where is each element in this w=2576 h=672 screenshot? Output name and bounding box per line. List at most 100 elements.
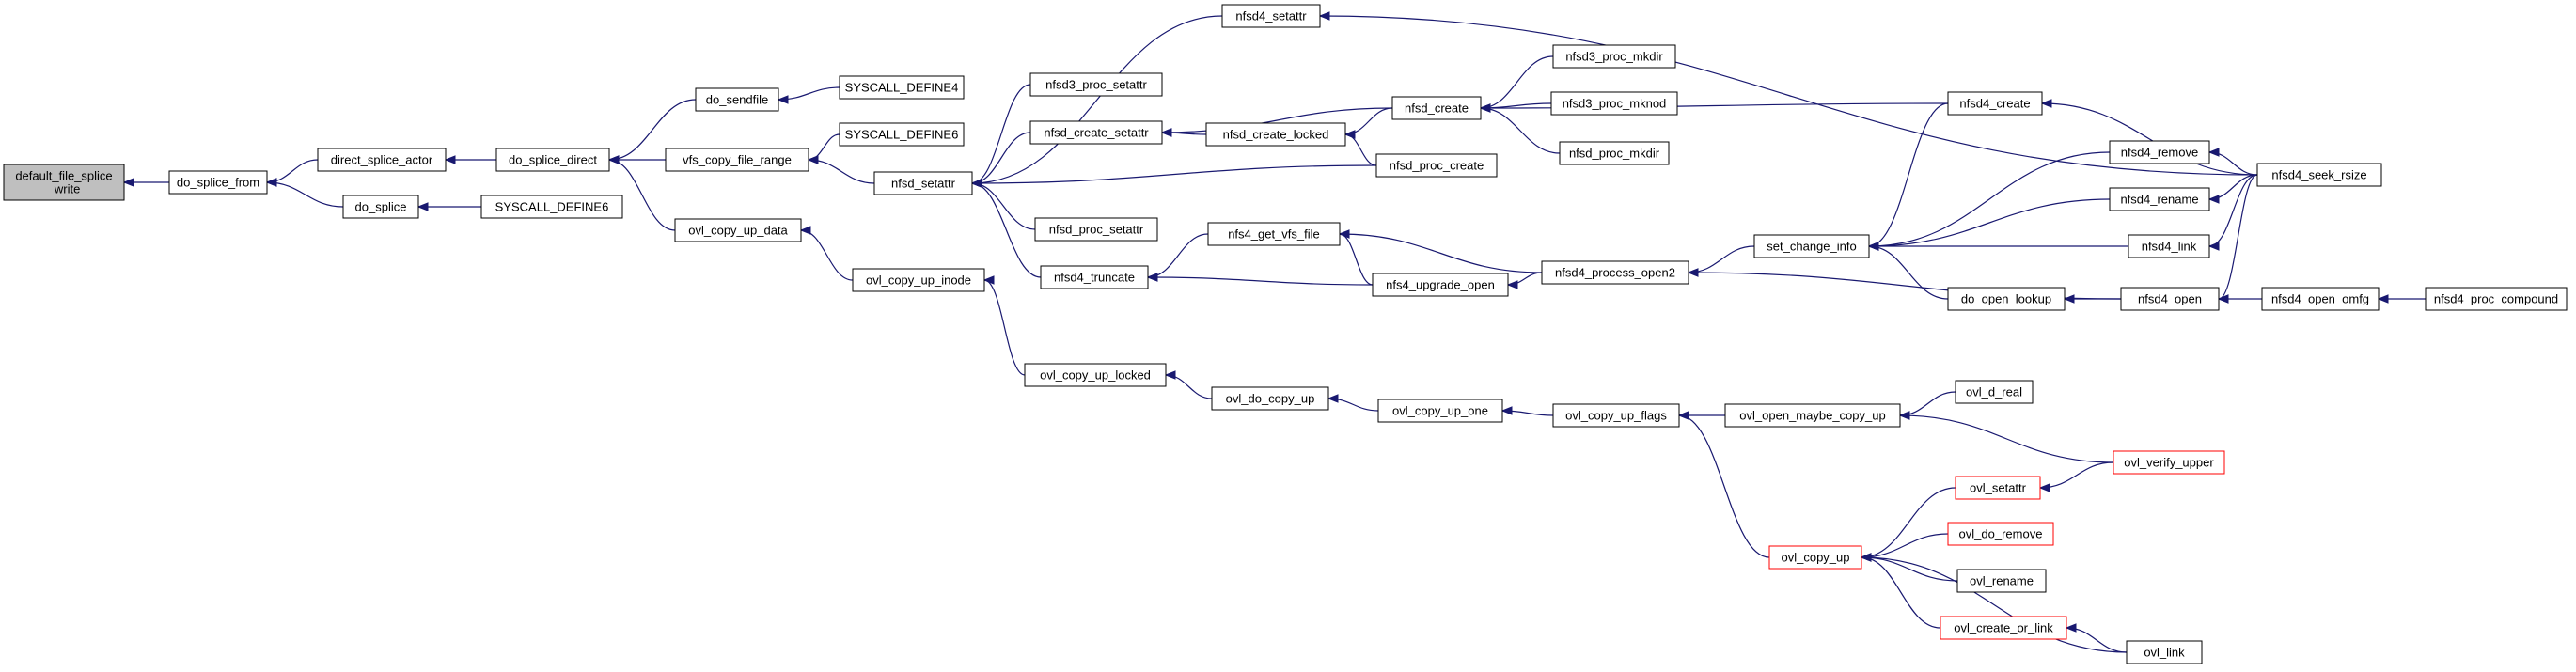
node-box[interactable] — [2256, 163, 2382, 187]
node-box[interactable] — [1211, 386, 1329, 411]
node-nfsd_proc_create[interactable]: nfsd_proc_create — [1375, 153, 1498, 178]
node-box[interactable] — [1768, 545, 1862, 570]
node-box[interactable] — [342, 195, 419, 219]
node-box[interactable] — [1955, 380, 2034, 404]
node-nfsd4_open_omfg[interactable]: nfsd4_open_omfg — [2261, 287, 2380, 311]
node-ovl_copy_up_flags[interactable]: ovl_copy_up_flags — [1552, 403, 1680, 428]
node-box[interactable] — [2261, 287, 2380, 311]
node-nfsd_create_setattr[interactable]: nfsd_create_setattr — [1029, 120, 1163, 145]
node-box[interactable] — [1207, 222, 1341, 246]
node-nfsd_proc_mkdir[interactable]: nfsd_proc_mkdir — [1559, 141, 1670, 165]
node-nfsd_setattr[interactable]: nfsd_setattr — [873, 171, 973, 195]
node-box[interactable] — [852, 268, 985, 292]
node-ovl_do_copy_up[interactable]: ovl_do_copy_up — [1211, 386, 1329, 411]
node-SYSCALL_DEFINE6_a[interactable]: SYSCALL_DEFINE6 — [480, 195, 623, 219]
node-box[interactable] — [2109, 187, 2210, 211]
node-ovl_copy_up_data[interactable]: ovl_copy_up_data — [674, 218, 802, 242]
node-do_splice[interactable]: do_splice — [342, 195, 419, 219]
node-nfsd_proc_setattr[interactable]: nfsd_proc_setattr — [1034, 217, 1158, 242]
node-box[interactable] — [1541, 260, 1689, 285]
node-nfsd_create_locked[interactable]: nfsd_create_locked — [1205, 122, 1346, 147]
node-ovl_create_or_link[interactable]: ovl_create_or_link — [1940, 616, 2067, 640]
node-nfsd4_seek_rsize[interactable]: nfsd4_seek_rsize — [2256, 163, 2382, 187]
node-box[interactable] — [665, 148, 809, 172]
node-nfs4_upgrade_open[interactable]: nfs4_upgrade_open — [1372, 273, 1509, 297]
node-SYSCALL_DEFINE4[interactable]: SYSCALL_DEFINE4 — [839, 75, 965, 100]
node-box[interactable] — [168, 170, 268, 195]
node-ovl_d_real[interactable]: ovl_d_real — [1955, 380, 2034, 404]
node-box[interactable] — [839, 75, 965, 100]
node-box[interactable] — [873, 171, 973, 195]
node-box[interactable] — [1940, 616, 2067, 640]
node-box[interactable] — [1372, 273, 1509, 297]
node-box[interactable] — [1947, 522, 2054, 546]
node-box[interactable] — [2109, 140, 2210, 164]
node-box[interactable] — [1552, 403, 1680, 428]
node-set_change_info[interactable]: set_change_info — [1753, 234, 1870, 258]
node-box[interactable] — [317, 148, 447, 172]
node-ovl_copy_up[interactable]: ovl_copy_up — [1768, 545, 1862, 570]
node-nfsd3_proc_mkdir[interactable]: nfsd3_proc_mkdir — [1552, 44, 1676, 69]
node-nfsd3_proc_setattr[interactable]: nfsd3_proc_setattr — [1029, 72, 1163, 97]
node-box[interactable] — [1205, 122, 1346, 147]
node-box[interactable] — [480, 195, 623, 219]
node-nfs4_get_vfs_file[interactable]: nfs4_get_vfs_file — [1207, 222, 1341, 246]
node-nfsd4_process_open2[interactable]: nfsd4_process_open2 — [1541, 260, 1689, 285]
node-box[interactable] — [2120, 287, 2220, 311]
node-nfsd4_create[interactable]: nfsd4_create — [1947, 91, 2043, 116]
node-box[interactable] — [2128, 234, 2210, 258]
node-nfsd4_open[interactable]: nfsd4_open — [2120, 287, 2220, 311]
node-ovl_copy_up_one[interactable]: ovl_copy_up_one — [1377, 399, 1503, 423]
node-box[interactable] — [839, 122, 965, 147]
node-box[interactable] — [1947, 287, 2066, 311]
node-do_splice_from[interactable]: do_splice_from — [168, 170, 268, 195]
node-ovl_link[interactable]: ovl_link — [2126, 640, 2203, 664]
node-nfsd4_setattr[interactable]: nfsd4_setattr — [1221, 4, 1321, 28]
node-box[interactable] — [1753, 234, 1870, 258]
node-ovl_rename[interactable]: ovl_rename — [1956, 569, 2047, 593]
node-box[interactable] — [1034, 217, 1158, 242]
node-do_splice_direct[interactable]: do_splice_direct — [495, 148, 610, 172]
node-nfsd4_truncate[interactable]: nfsd4_truncate — [1040, 265, 1149, 289]
node-nfsd4_remove[interactable]: nfsd4_remove — [2109, 140, 2210, 164]
node-box[interactable] — [2425, 287, 2568, 311]
node-box[interactable] — [1552, 44, 1676, 69]
node-box[interactable] — [1724, 403, 1901, 428]
node-ovl_copy_up_inode[interactable]: ovl_copy_up_inode — [852, 268, 985, 292]
node-box[interactable] — [1375, 153, 1498, 178]
node-ovl_setattr[interactable]: ovl_setattr — [1955, 476, 2041, 500]
node-box[interactable] — [1029, 120, 1163, 145]
node-vfs_copy_file_range[interactable]: vfs_copy_file_range — [665, 148, 809, 172]
node-box[interactable] — [1024, 363, 1167, 387]
node-box[interactable] — [1391, 96, 1482, 120]
node-box[interactable] — [1955, 476, 2041, 500]
node-nfsd4_link[interactable]: nfsd4_link — [2128, 234, 2210, 258]
node-do_open_lookup[interactable]: do_open_lookup — [1947, 287, 2066, 311]
node-box[interactable] — [1377, 399, 1503, 423]
node-box[interactable] — [1221, 4, 1321, 28]
node-default_file_splice_write[interactable]: default_file_splice_write — [3, 164, 125, 201]
node-box[interactable] — [695, 87, 779, 112]
node-box[interactable] — [495, 148, 610, 172]
node-do_sendfile[interactable]: do_sendfile — [695, 87, 779, 112]
node-box[interactable] — [1559, 141, 1670, 165]
node-ovl_do_remove[interactable]: ovl_do_remove — [1947, 522, 2054, 546]
node-ovl_open_maybe_copy_up[interactable]: ovl_open_maybe_copy_up — [1724, 403, 1901, 428]
node-nfsd4_proc_compound[interactable]: nfsd4_proc_compound — [2425, 287, 2568, 311]
node-box[interactable] — [1550, 91, 1678, 116]
node-box[interactable] — [2113, 450, 2225, 475]
node-ovl_copy_up_locked[interactable]: ovl_copy_up_locked — [1024, 363, 1167, 387]
node-box[interactable] — [2126, 640, 2203, 664]
node-box[interactable] — [1040, 265, 1149, 289]
node-SYSCALL_DEFINE6_b[interactable]: SYSCALL_DEFINE6 — [839, 122, 965, 147]
node-box[interactable] — [3, 164, 125, 201]
node-box[interactable] — [1947, 91, 2043, 116]
node-nfsd4_rename[interactable]: nfsd4_rename — [2109, 187, 2210, 211]
node-nfsd3_proc_mknod[interactable]: nfsd3_proc_mknod — [1550, 91, 1678, 116]
node-box[interactable] — [1029, 72, 1163, 97]
node-nfsd_create[interactable]: nfsd_create — [1391, 96, 1482, 120]
node-box[interactable] — [674, 218, 802, 242]
node-box[interactable] — [1956, 569, 2047, 593]
node-direct_splice_actor[interactable]: direct_splice_actor — [317, 148, 447, 172]
node-ovl_verify_upper[interactable]: ovl_verify_upper — [2113, 450, 2225, 475]
